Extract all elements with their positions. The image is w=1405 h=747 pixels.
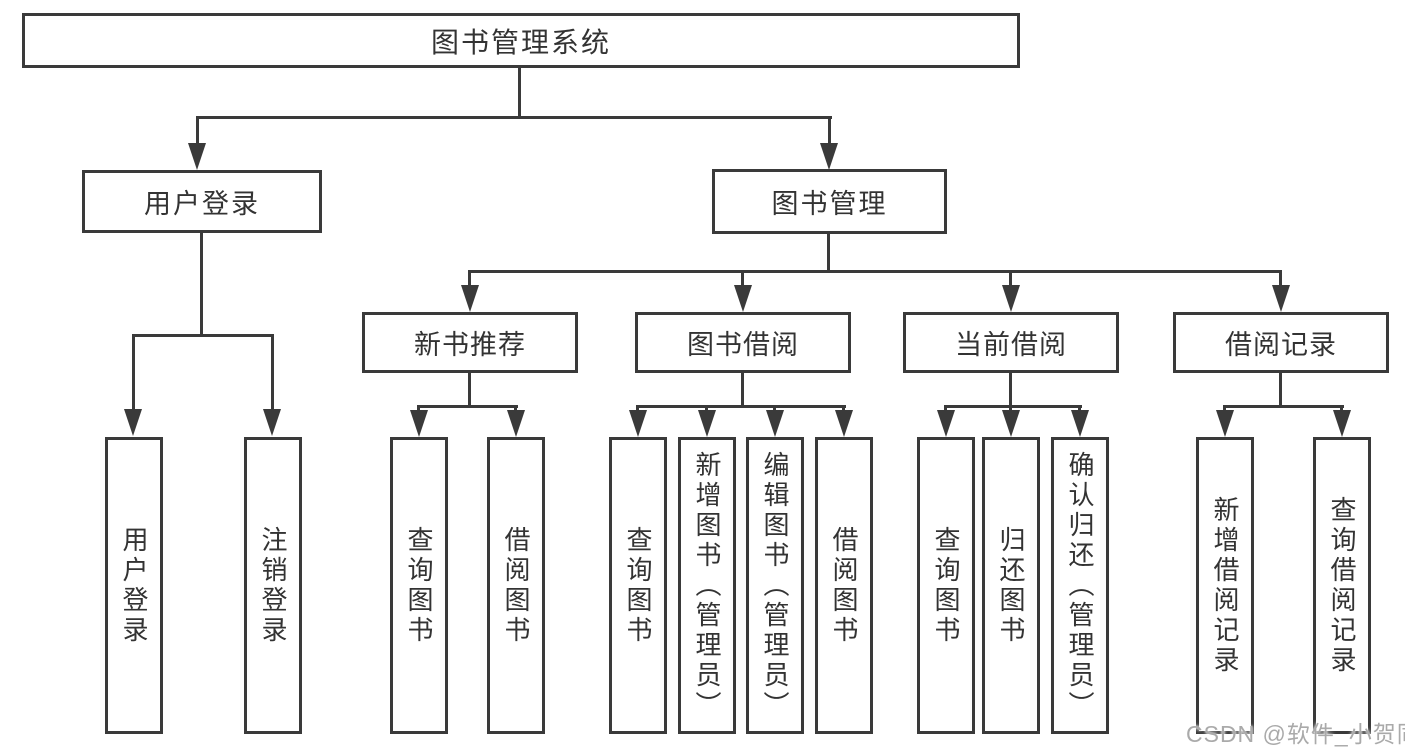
connector-current-stub bbox=[1009, 372, 1012, 408]
arrowhead-book-borrowing bbox=[734, 285, 752, 312]
connector-current-bar bbox=[944, 405, 1082, 408]
connector-line-borrowing-child-2 bbox=[705, 405, 708, 413]
node-current-borrowing: 当前借阅 bbox=[903, 312, 1119, 373]
node-leaf-query-borrow-record-label: 查询借阅记录 bbox=[1327, 495, 1357, 676]
arrowhead-leaf-logout bbox=[263, 409, 281, 436]
connector-records-stub bbox=[1279, 372, 1282, 408]
connector-line-to-leaf-user-login bbox=[132, 334, 135, 412]
connector-line-to-leaf-logout bbox=[271, 334, 274, 412]
node-root-label: 图书管理系统 bbox=[430, 26, 611, 58]
arrowhead-records-child-1 bbox=[1216, 410, 1234, 437]
arrowhead-current-child-1 bbox=[937, 410, 955, 437]
connector-line-current-child-1 bbox=[944, 405, 947, 413]
node-leaf-borrow-books-label: 借阅图书 bbox=[829, 525, 859, 646]
node-leaf-query-borrow-record: 查询借阅记录 bbox=[1313, 437, 1371, 734]
node-leaf-user-login: 用户登录 bbox=[105, 437, 163, 734]
node-leaf-confirm-return-admin: 确认归还（管理员） bbox=[1051, 437, 1109, 734]
connector-line-recommend-child-2 bbox=[514, 405, 517, 413]
arrowhead-records-child-2 bbox=[1333, 410, 1351, 437]
connector-records-bar bbox=[1223, 405, 1344, 408]
node-leaf-add-book-admin: 新增图书（管理员） bbox=[678, 437, 736, 734]
arrowhead-current-child-3 bbox=[1071, 410, 1089, 437]
node-leaf-borrow-books: 借阅图书 bbox=[815, 437, 873, 734]
node-leaf-add-borrow-record: 新增借阅记录 bbox=[1196, 437, 1254, 734]
connector-recommend-stub bbox=[468, 372, 471, 408]
connector-line-borrowing-child-3 bbox=[773, 405, 776, 413]
arrowhead-borrowing-child-4 bbox=[835, 410, 853, 437]
connector-book-mgmt-stub bbox=[827, 233, 830, 273]
connector-line-to-borrowing-records bbox=[1279, 270, 1282, 287]
arrowhead-borrowing-child-1 bbox=[629, 410, 647, 437]
arrowhead-recommend-child-1 bbox=[410, 410, 428, 437]
arrowhead-borrowing-records bbox=[1272, 285, 1290, 312]
connector-line-borrowing-child-1 bbox=[636, 405, 639, 413]
node-leaf-add-book-admin-label: 新增图书（管理员） bbox=[692, 450, 722, 721]
connector-line-current-child-2 bbox=[1009, 405, 1012, 413]
node-leaf-add-borrow-record-label: 新增借阅记录 bbox=[1210, 495, 1240, 676]
node-leaf-confirm-return-admin-label: 确认归还（管理员） bbox=[1065, 450, 1095, 721]
arrowhead-user-login bbox=[188, 143, 206, 170]
connector-line-recommend-child-1 bbox=[417, 405, 420, 413]
node-book-borrowing: 图书借阅 bbox=[635, 312, 851, 373]
node-leaf-query-books-current-label: 查询图书 bbox=[931, 525, 961, 646]
node-leaf-return-book: 归还图书 bbox=[982, 437, 1040, 734]
node-new-book-recommend-label: 新书推荐 bbox=[414, 330, 526, 360]
node-root: 图书管理系统 bbox=[22, 13, 1020, 68]
node-book-management: 图书管理 bbox=[712, 169, 947, 234]
connector-line-borrowing-child-4 bbox=[842, 405, 845, 413]
node-user-login-label: 用户登录 bbox=[144, 189, 260, 219]
node-leaf-query-books-current: 查询图书 bbox=[917, 437, 975, 734]
arrowhead-borrowing-child-3 bbox=[766, 410, 784, 437]
arrowhead-book-management bbox=[820, 143, 838, 170]
connector-recommend-bar bbox=[417, 405, 518, 408]
node-user-login: 用户登录 bbox=[82, 170, 322, 233]
node-leaf-logout-label: 注销登录 bbox=[258, 525, 288, 646]
node-leaf-return-book-label: 归还图书 bbox=[996, 525, 1026, 646]
node-borrowing-records: 借阅记录 bbox=[1173, 312, 1389, 373]
node-leaf-logout: 注销登录 bbox=[244, 437, 302, 734]
arrowhead-leaf-user-login bbox=[124, 409, 142, 436]
arrowhead-recommend-child-2 bbox=[507, 410, 525, 437]
connector-root-bar bbox=[196, 116, 832, 119]
connector-borrowing-bar bbox=[636, 405, 846, 408]
connector-user-login-bar bbox=[132, 334, 274, 337]
arrowhead-current-child-2 bbox=[1002, 410, 1020, 437]
connector-line-to-new-book-recommend bbox=[468, 270, 471, 287]
arrowhead-new-book-recommend bbox=[461, 285, 479, 312]
connector-borrowing-stub bbox=[741, 372, 744, 408]
node-book-management-label: 图书管理 bbox=[771, 189, 888, 219]
node-leaf-borrow-books-recommend: 借阅图书 bbox=[487, 437, 545, 734]
connector-book-mgmt-bar bbox=[468, 270, 1282, 273]
node-current-borrowing-label: 当前借阅 bbox=[955, 330, 1067, 360]
node-leaf-query-books-recommend: 查询图书 bbox=[390, 437, 448, 734]
node-book-borrowing-label: 图书借阅 bbox=[687, 330, 799, 360]
node-borrowing-records-label: 借阅记录 bbox=[1225, 330, 1337, 360]
node-leaf-user-login-label: 用户登录 bbox=[119, 525, 149, 646]
connector-line-to-current-borrowing bbox=[1009, 270, 1012, 287]
node-leaf-edit-book-admin-label: 编辑图书（管理员） bbox=[760, 450, 790, 721]
connector-user-login-stub bbox=[200, 232, 203, 336]
connector-line-to-book-borrowing bbox=[741, 270, 744, 287]
connector-line-current-child-3 bbox=[1078, 405, 1081, 413]
node-leaf-query-books-recommend-label: 查询图书 bbox=[404, 525, 434, 646]
node-leaf-query-books-borrow: 查询图书 bbox=[609, 437, 667, 734]
connector-line-to-user-login bbox=[196, 116, 199, 146]
node-leaf-borrow-books-recommend-label: 借阅图书 bbox=[501, 525, 531, 646]
connector-line-to-book-management bbox=[828, 116, 831, 146]
node-leaf-query-books-borrow-label: 查询图书 bbox=[623, 525, 653, 646]
arrowhead-borrowing-child-2 bbox=[698, 410, 716, 437]
connector-line-records-child-2 bbox=[1340, 405, 1343, 413]
connector-root-stub bbox=[518, 66, 521, 118]
node-new-book-recommend: 新书推荐 bbox=[362, 312, 578, 373]
arrowhead-current-borrowing bbox=[1002, 285, 1020, 312]
node-leaf-edit-book-admin: 编辑图书（管理员） bbox=[746, 437, 804, 734]
connector-line-records-child-1 bbox=[1223, 405, 1226, 413]
csdn-watermark: CSDN @软件_小贺同学 bbox=[1186, 721, 1405, 747]
